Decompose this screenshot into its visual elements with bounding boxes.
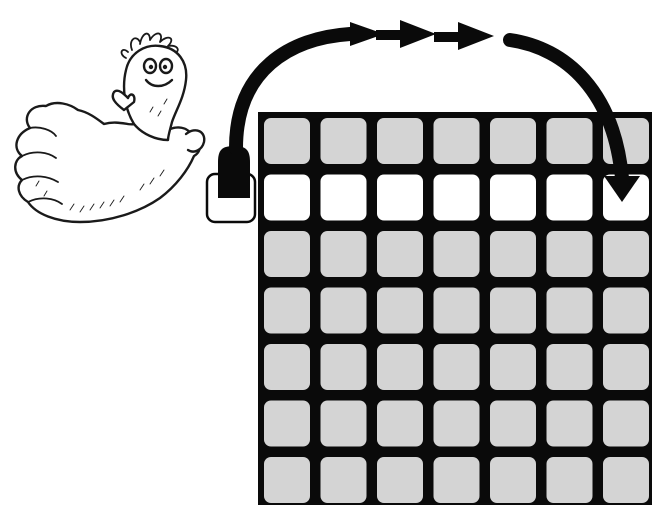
board-cell <box>603 287 649 334</box>
board-cell <box>603 231 649 277</box>
board-cell <box>433 344 480 390</box>
arrow-chevron-3 <box>434 22 494 50</box>
plug-icon <box>218 146 250 198</box>
character-hand <box>184 129 206 153</box>
character-finger-lines <box>21 126 63 205</box>
board-cell <box>377 231 423 277</box>
character-texture <box>35 98 168 213</box>
board-cell <box>546 231 593 277</box>
board-cell <box>490 287 536 334</box>
board-cell <box>320 118 367 164</box>
board-cell <box>433 457 480 503</box>
board-cell <box>603 457 649 503</box>
board-cell-highlighted <box>320 174 367 221</box>
board-cell-highlighted <box>264 174 310 221</box>
board-cell <box>264 344 310 390</box>
character-hair <box>120 32 179 59</box>
board-cell <box>377 400 423 447</box>
board-cell <box>546 287 593 334</box>
character-smile <box>144 78 174 88</box>
arrow-path <box>229 27 629 185</box>
board-cell <box>433 287 480 334</box>
board-cell <box>320 344 367 390</box>
board-cell <box>433 118 480 164</box>
board-cell <box>546 457 593 503</box>
board-cell-highlighted <box>433 174 480 221</box>
board-cell <box>320 457 367 503</box>
board-cell <box>264 231 310 277</box>
board-cell <box>320 231 367 277</box>
arrow-chevron-2 <box>376 20 436 48</box>
board-cell <box>603 344 649 390</box>
arrow-chevron-1 <box>350 22 384 46</box>
board-cell <box>490 344 536 390</box>
outside-cell <box>205 146 257 224</box>
board-cell <box>264 287 310 334</box>
character-pupil-left <box>148 64 154 70</box>
board-cell <box>490 231 536 277</box>
board-cell <box>546 344 593 390</box>
board-cell <box>546 118 593 164</box>
character-arm <box>111 89 136 112</box>
board-cell <box>490 457 536 503</box>
board-cell <box>377 344 423 390</box>
game-board <box>258 112 652 505</box>
character-pupil-right <box>162 64 168 70</box>
board-cell-highlighted <box>546 174 593 221</box>
board-cell-highlighted <box>377 174 423 221</box>
board-cell <box>377 118 423 164</box>
board-cell <box>320 400 367 447</box>
cartoon-character-icon <box>14 32 206 224</box>
board-cell <box>490 400 536 447</box>
board-cell <box>320 287 367 334</box>
board-cell <box>264 118 310 164</box>
board-cell <box>377 457 423 503</box>
board-cell <box>433 400 480 447</box>
board-cell-highlighted <box>490 174 536 221</box>
board-cell <box>377 287 423 334</box>
curved-arrow-icon <box>229 20 640 202</box>
board-cell <box>264 457 310 503</box>
board-cell <box>433 231 480 277</box>
arrow-head <box>604 176 640 202</box>
board-cell <box>264 400 310 447</box>
board-cell <box>546 400 593 447</box>
board-cell <box>603 400 649 447</box>
board-cell <box>490 118 536 164</box>
